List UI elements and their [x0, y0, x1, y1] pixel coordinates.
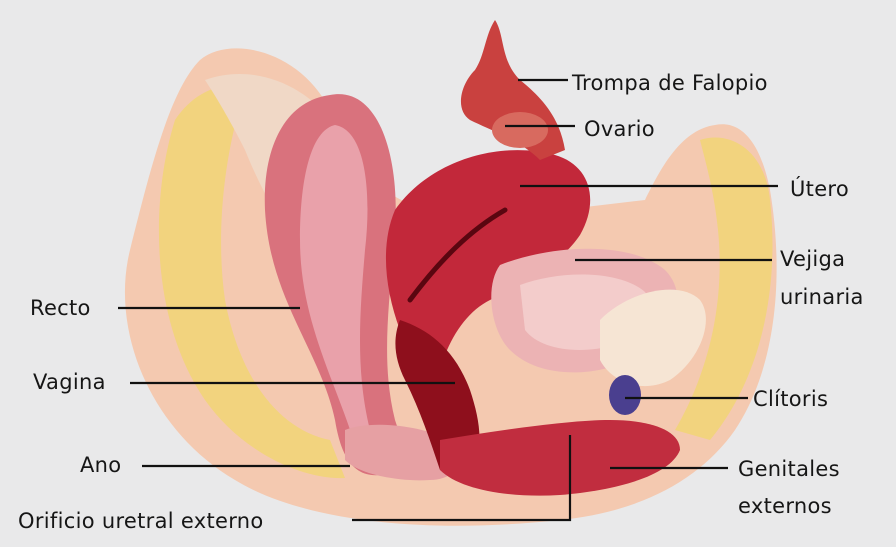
label-bladder-1: Vejiga — [780, 246, 845, 272]
label-anus: Ano — [80, 452, 121, 478]
label-uterus: Útero — [790, 176, 849, 202]
label-vagina: Vagina — [33, 369, 106, 395]
label-fallopian-tube: Trompa de Falopio — [572, 70, 768, 96]
label-ovary: Ovario — [584, 116, 655, 142]
label-genitalia-1: Genitales — [738, 456, 840, 482]
clitoris — [609, 375, 641, 415]
ovary — [492, 112, 548, 148]
label-urethral-orifice: Orificio uretral externo — [18, 508, 264, 534]
label-bladder-2: urinaria — [780, 284, 864, 310]
label-rectum: Recto — [30, 295, 91, 321]
label-genitalia-2: externos — [738, 493, 832, 519]
label-clitoris: Clítoris — [753, 386, 828, 412]
